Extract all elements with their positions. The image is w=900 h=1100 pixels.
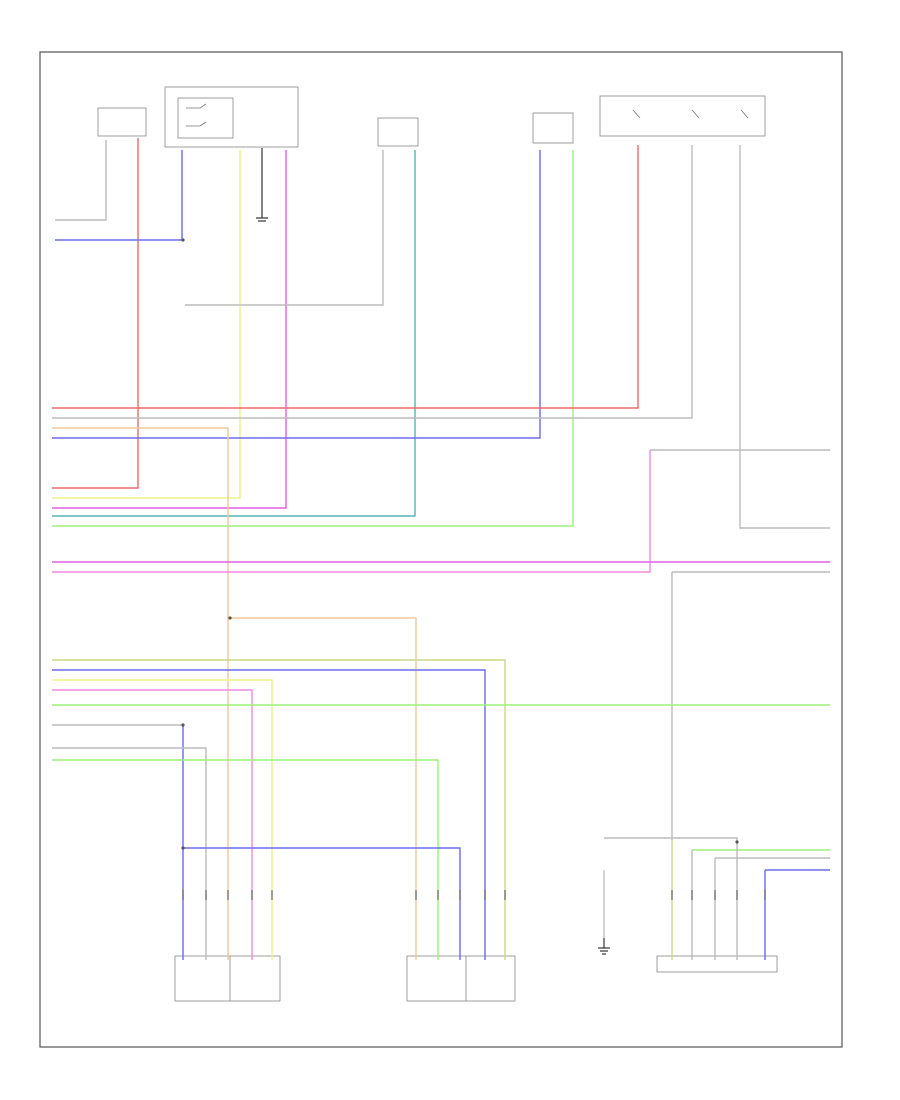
component-bottom-left-module: [174, 955, 281, 1002]
wire-grey-1: [55, 140, 107, 221]
wire-grey-8: [52, 747, 207, 960]
connector-pins: [182, 890, 766, 900]
wire-orange-1: [52, 427, 229, 960]
component-top-left-module: [97, 86, 299, 148]
component-bottom-center-module: [406, 955, 516, 1002]
wire-orange-2: [230, 617, 417, 960]
component-top-center-sensor: [377, 117, 419, 147]
wire-pink-1: [52, 450, 651, 573]
component-bottom-right-module: [656, 955, 778, 973]
wire-grey-9: [691, 850, 830, 960]
wire-grey-11: [604, 837, 738, 842]
wire-teal: [52, 150, 416, 517]
diagram-frame: [39, 51, 843, 1048]
wire-blue-2: [52, 150, 541, 439]
ground-symbol: [598, 870, 610, 955]
wire-blue-5: [183, 847, 461, 960]
wire-green-4: [52, 759, 439, 960]
wire-grey-2: [185, 150, 384, 306]
wire-green-2: [52, 659, 506, 960]
wire-blue-1: [55, 150, 183, 241]
wires: [52, 138, 830, 960]
ground-symbol-top: [256, 148, 268, 222]
wire-pink-2: [52, 689, 253, 960]
wire-green-1: [52, 150, 574, 527]
component-top-right-switches: [599, 95, 766, 137]
wire-yellow: [52, 150, 241, 499]
component-top-right-sensor: [532, 112, 574, 144]
splice-dots: [181, 238, 739, 850]
wire-grey-6: [671, 571, 830, 840]
wire-magenta-1: [52, 150, 287, 509]
wire-blue-3: [52, 669, 486, 960]
wire-grey-4: [739, 145, 830, 529]
wire-grey-3: [52, 145, 693, 419]
wire-yellow-2: [52, 679, 273, 960]
wire-red-2: [52, 145, 639, 409]
wire-red: [52, 138, 139, 489]
wire-blue-6: [764, 869, 830, 960]
